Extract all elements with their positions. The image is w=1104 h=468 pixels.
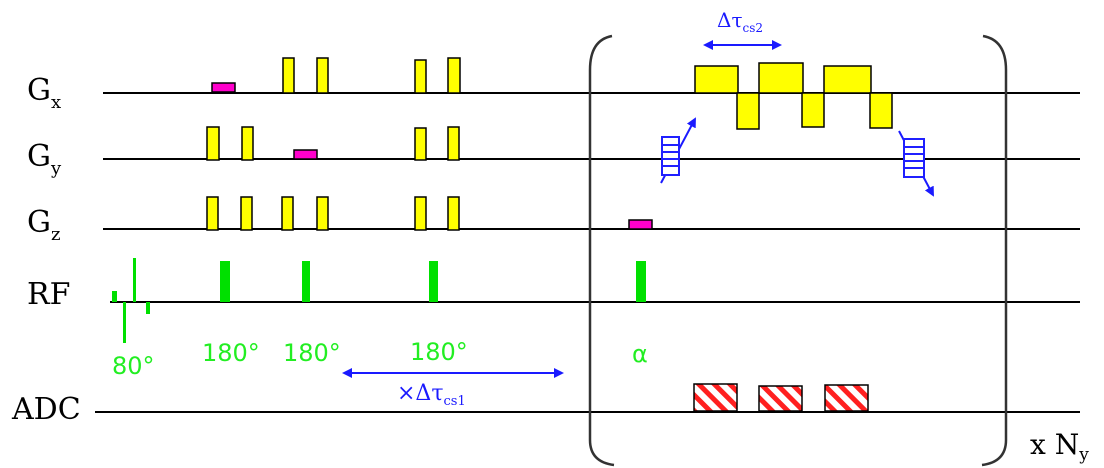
repeat-count-label: x Ny <box>1030 428 1089 465</box>
rf-refocus-pulse <box>429 261 438 302</box>
adc-window <box>693 383 738 412</box>
gy-label: Gy <box>27 139 62 179</box>
gz-crusher <box>316 196 329 231</box>
gx-readout-positive <box>758 62 804 94</box>
gx-crusher <box>282 57 295 94</box>
gx-readout-negative <box>869 92 893 129</box>
gz-slice-select <box>628 219 653 230</box>
gz-crusher <box>447 196 460 231</box>
gx-spoiler <box>211 82 236 93</box>
phase-encode-icon <box>660 117 696 184</box>
gy-spoiler <box>293 149 318 160</box>
rf-excitation-pulse <box>112 258 150 343</box>
adc-window <box>758 385 803 412</box>
rf-excitation-angle: 80° <box>112 352 155 380</box>
echo-spacing-1-label: ×Δτcs1 <box>397 381 466 409</box>
gy-crusher <box>206 126 220 161</box>
gz-crusher <box>414 196 427 231</box>
gy-crusher <box>447 126 460 161</box>
gx-readout-negative <box>801 92 825 128</box>
gx-readout-positive <box>694 65 739 94</box>
gz-crusher <box>206 196 219 231</box>
rf-refocus-angle: 180° <box>283 339 341 367</box>
rf-refocus-pulse <box>220 261 230 302</box>
adc-window <box>824 384 869 412</box>
rf-refocus-angle: 180° <box>202 339 260 367</box>
gx-crusher <box>414 59 427 94</box>
repeat-bracket-left <box>588 34 615 467</box>
echo-spacing-2-label: Δτcs2 <box>717 8 763 35</box>
gy-crusher <box>241 126 254 161</box>
rf-refocus-angle: 180° <box>410 338 468 366</box>
phase-rewind-icon <box>898 130 934 197</box>
gx-crusher <box>447 57 461 94</box>
gx-readout-negative <box>736 92 760 130</box>
gx-label: Gx <box>27 73 61 113</box>
repeat-bracket-right <box>981 34 1008 467</box>
rf-alpha-pulse <box>636 261 646 302</box>
gx-readout-positive <box>823 65 872 94</box>
gz-crusher <box>240 196 253 231</box>
gy-crusher <box>414 127 427 161</box>
gx-crusher <box>316 57 329 94</box>
rf-label: RF <box>27 277 70 312</box>
adc-label: ADC <box>11 392 81 427</box>
gz-label: Gz <box>27 205 60 245</box>
rf-refocus-pulse <box>302 261 310 302</box>
gz-crusher <box>281 196 294 231</box>
rf-alpha-label: α <box>632 340 648 368</box>
